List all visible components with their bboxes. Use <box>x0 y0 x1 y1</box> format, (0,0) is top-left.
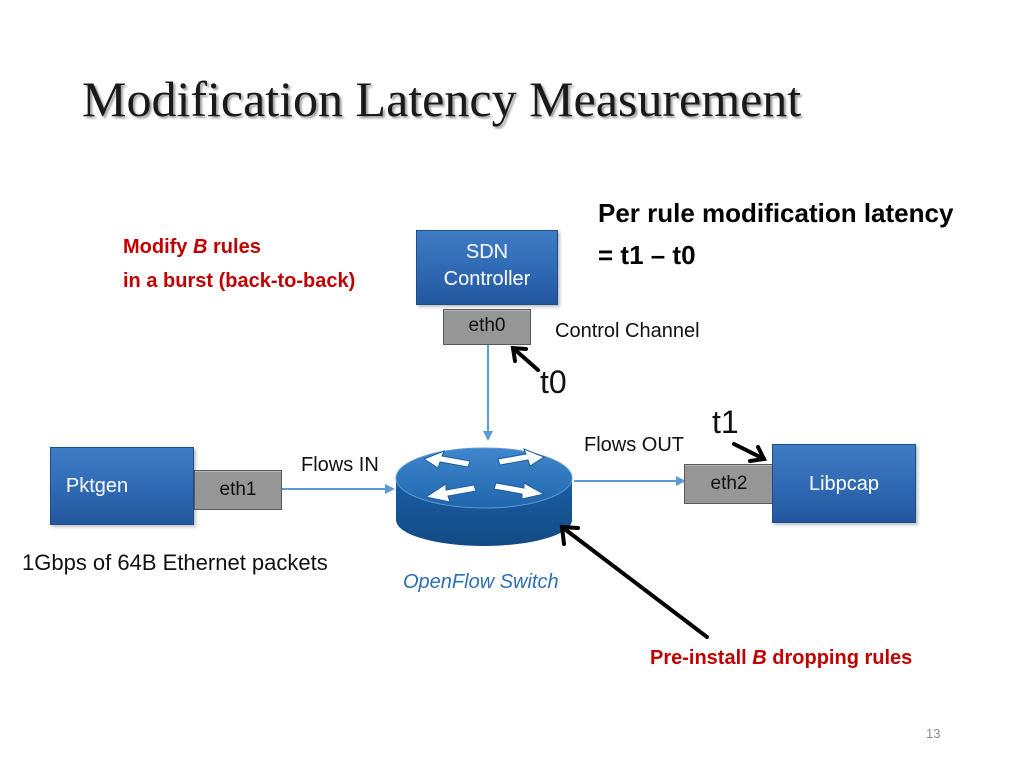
slide-title: Modification Latency Measurement <box>82 71 802 127</box>
libpcap-box: Libpcap <box>772 444 916 523</box>
control-channel-label: Control Channel <box>555 320 700 342</box>
preinstall-note-prefix: Pre-install <box>650 647 753 669</box>
preinstall-rules-note: Pre-install B dropping rules <box>650 647 912 670</box>
sdn-controller-line2: Controller <box>443 268 531 290</box>
t0-pointer-arrow <box>510 345 540 372</box>
eth2-port: eth2 <box>684 464 774 504</box>
modify-note-prefix: Modify <box>123 236 193 258</box>
eth1-port: eth1 <box>194 470 282 510</box>
eth0-port: eth0 <box>443 309 531 345</box>
pktgen-label: Pktgen <box>65 475 129 497</box>
page-number: 13 <box>926 726 941 741</box>
preinstall-pointer-arrow <box>559 524 709 639</box>
t0-label: t0 <box>540 364 567 400</box>
preinstall-note-b: B <box>752 647 767 669</box>
sdn-controller-box: SDN Controller <box>416 230 558 305</box>
modify-rules-note-line2: in a burst (back-to-back) <box>123 270 356 292</box>
libpcap-label: Libpcap <box>808 473 880 495</box>
flows-out-label: Flows OUT <box>584 434 684 456</box>
traffic-note: 1Gbps of 64B Ethernet packets <box>22 550 328 575</box>
t1-label: t1 <box>712 404 739 440</box>
preinstall-note-suffix: dropping rules <box>766 647 913 669</box>
latency-formula-line1: Per rule modification latency <box>598 198 954 228</box>
openflow-switch-icon <box>395 447 573 546</box>
pktgen-box: Pktgen <box>50 447 194 525</box>
latency-formula-line2: = t1 – t0 <box>598 240 696 270</box>
t1-pointer-arrow <box>732 442 768 463</box>
flows-in-label: Flows IN <box>301 454 379 476</box>
modify-rules-note: Modify B rules <box>123 236 261 259</box>
openflow-switch-label: OpenFlow Switch <box>403 571 559 593</box>
modify-note-suffix: rules <box>207 236 261 258</box>
modify-note-b: B <box>193 236 208 258</box>
sdn-controller-line1: SDN <box>465 241 509 263</box>
